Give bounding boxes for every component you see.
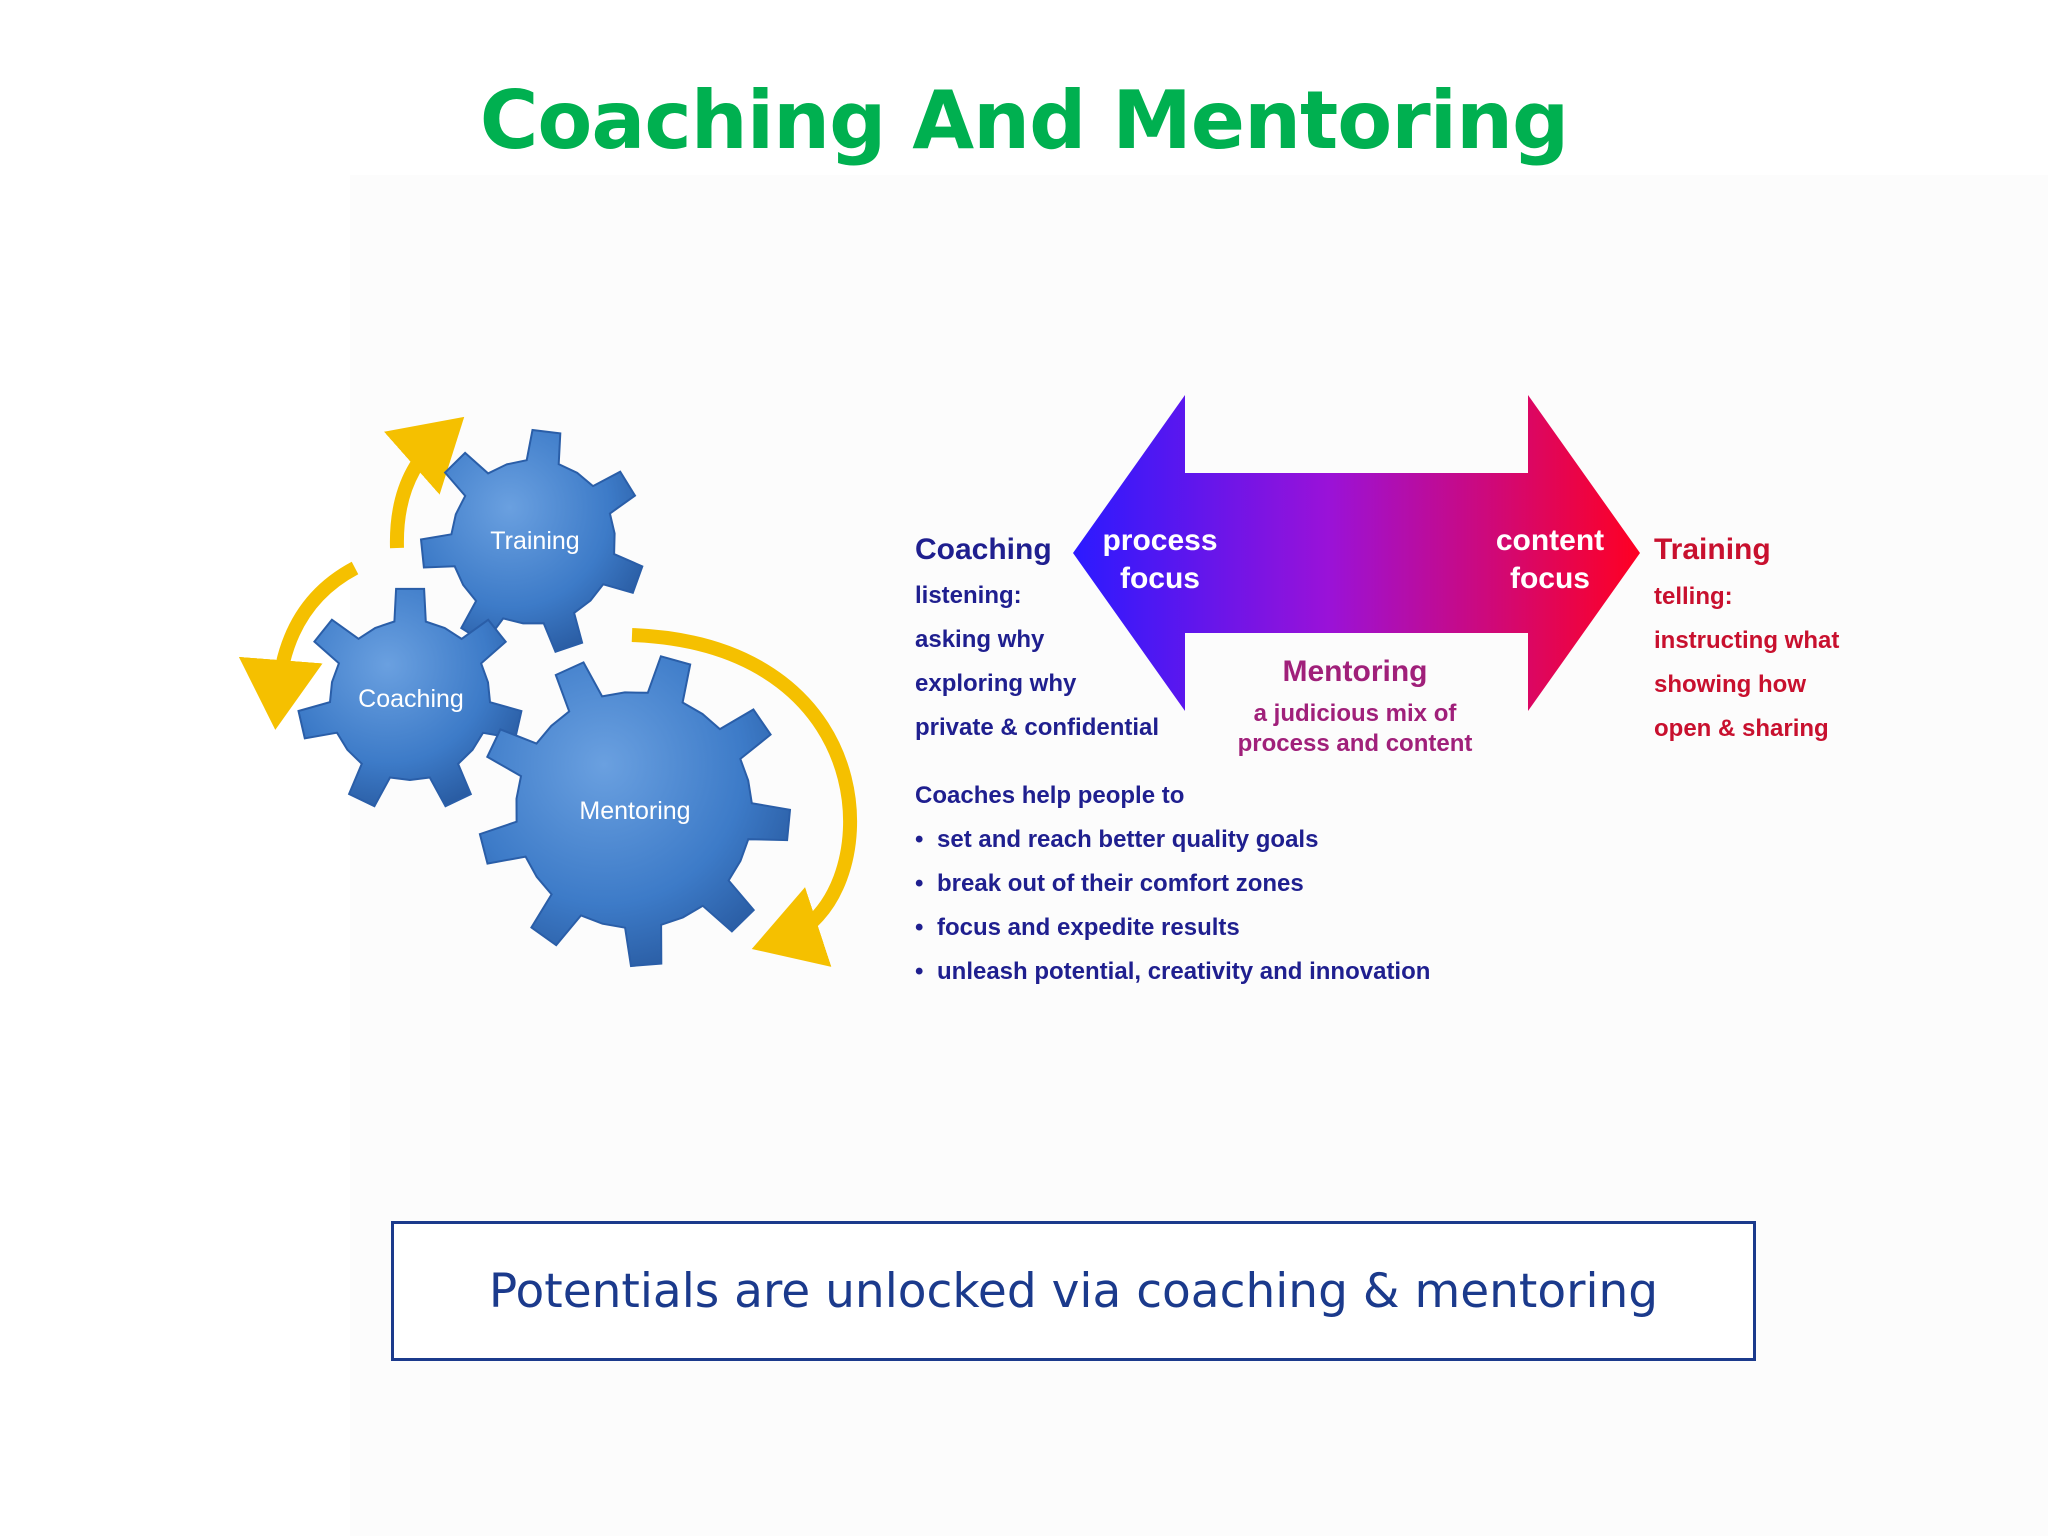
coaches-intro: Coaches help people to [915, 782, 1185, 809]
mentoring-heading: Mentoring [1282, 655, 1428, 688]
coaching-item: asking why [915, 626, 1045, 653]
training-heading: Training [1654, 533, 1771, 566]
coaching-item: exploring why [915, 670, 1077, 697]
mentoring-desc-line2: process and content [1237, 730, 1473, 757]
coaches-bullet: set and reach better quality goals [915, 826, 1318, 854]
coaching-gear-icon [297, 587, 523, 808]
process-focus-label-1: process [1102, 524, 1218, 557]
training-item: telling: [1654, 583, 1733, 610]
process-focus-label-2: focus [1119, 562, 1200, 595]
training-item: showing how [1654, 671, 1806, 698]
mentoring-gear-icon [478, 655, 792, 968]
double-arrow-icon [1073, 395, 1640, 711]
gear-label-coaching: Coaching [358, 685, 464, 713]
mentoring-desc-line1: a judicious mix of [1253, 700, 1457, 727]
cycle-arrow-right [631, 628, 858, 967]
training-gear-icon [419, 428, 644, 653]
coaches-bullet: focus and expedite results [915, 914, 1240, 942]
coaches-bullet: unleash potential, creativity and innova… [915, 958, 1430, 986]
cycle-arrow-up [383, 416, 465, 549]
gear-label-mentoring: Mentoring [579, 797, 691, 825]
callout-text: Potentials are unlocked via coaching & m… [488, 1263, 1659, 1319]
training-item: instructing what [1654, 627, 1840, 654]
gear-label-training: Training [490, 527, 580, 555]
coaching-item: private & confidential [915, 714, 1160, 741]
content-focus-label-2: focus [1509, 562, 1590, 595]
training-item: open & sharing [1654, 715, 1829, 742]
coaches-bullet: break out of their comfort zones [915, 870, 1304, 898]
content-focus-label-1: content [1495, 524, 1605, 557]
callout-box: Potentials are unlocked via coaching & m… [391, 1221, 1756, 1361]
coaching-heading: Coaching [915, 533, 1052, 566]
page-title: Coaching And Mentoring [479, 74, 1570, 167]
coaching-item: listening: [915, 582, 1022, 609]
cycle-arrow-left [238, 561, 359, 730]
